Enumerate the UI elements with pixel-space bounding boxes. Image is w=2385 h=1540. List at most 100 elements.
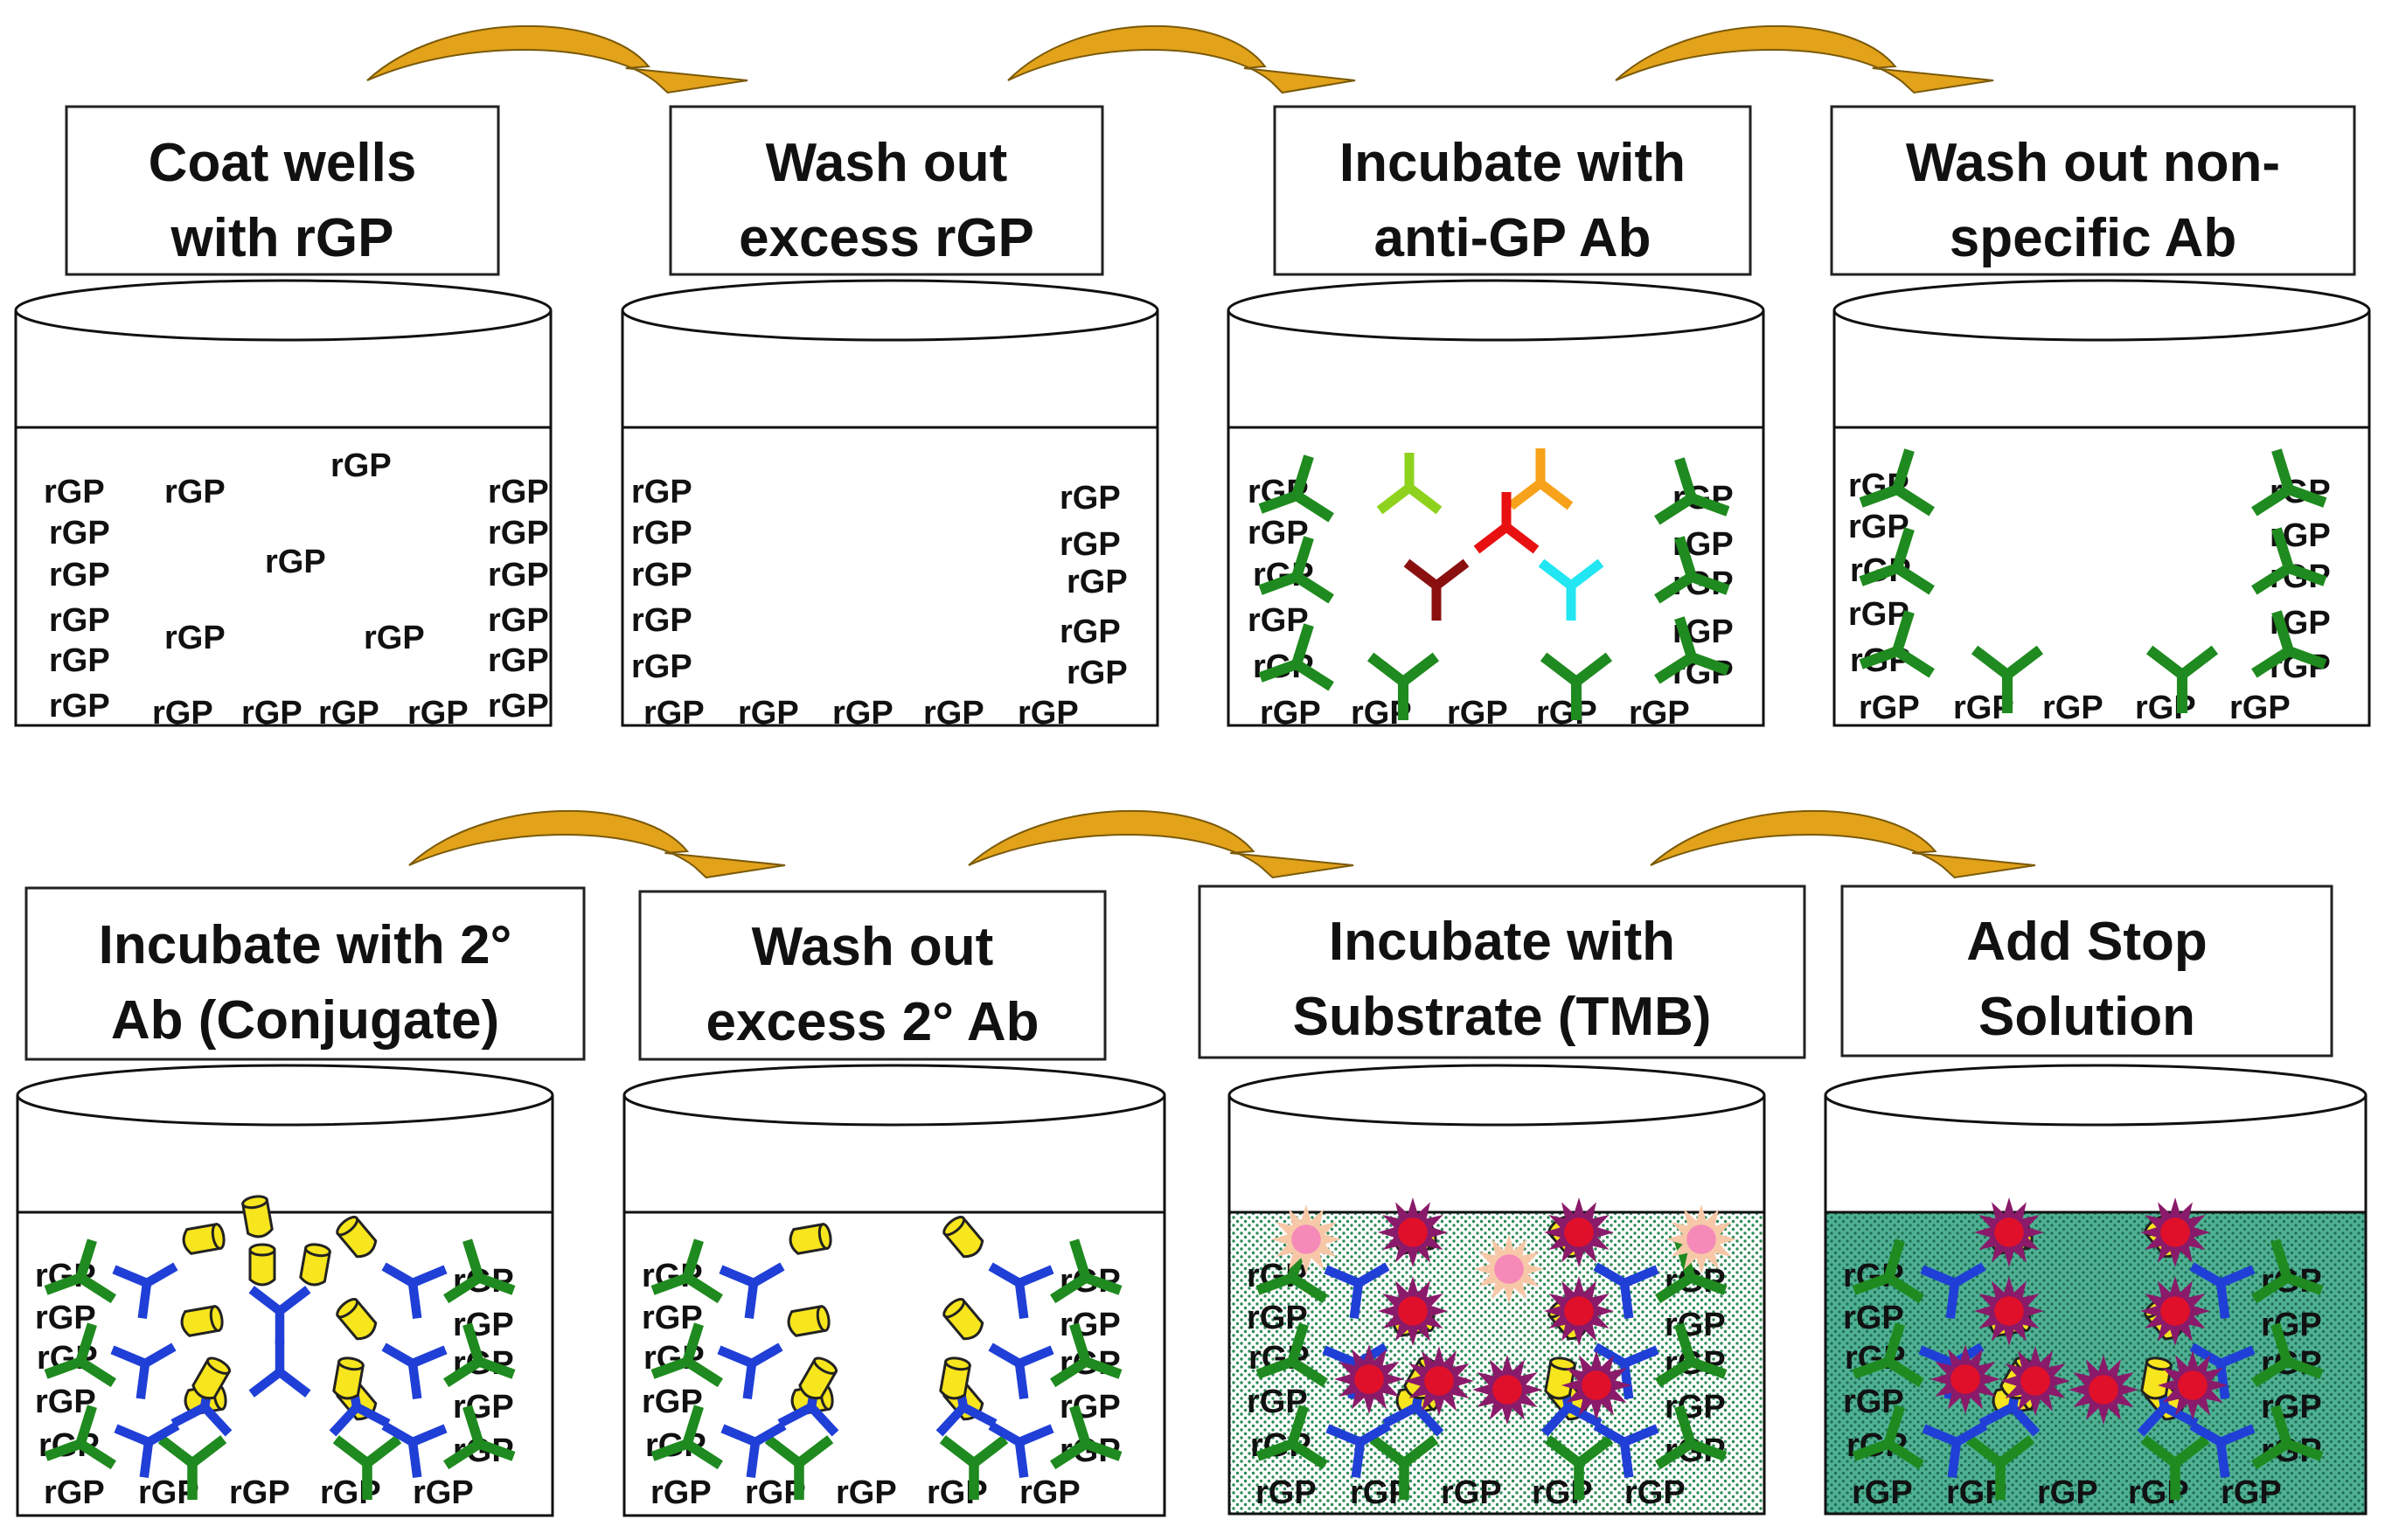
antibody-arm [1287, 1405, 1309, 1446]
antibody-stem [2189, 1342, 2223, 1368]
antibody-arm [742, 1363, 757, 1399]
rgp-label: rGP [2261, 1389, 2322, 1426]
antibody-arm [1885, 1357, 1924, 1388]
conjugate-top [336, 1298, 359, 1319]
antibody-arm [1674, 457, 1697, 500]
antibody-arm [939, 1435, 977, 1467]
antibody-arm [2251, 1439, 2291, 1470]
antibody-stem [988, 1342, 1022, 1368]
antibody-stem [1952, 1262, 1986, 1287]
antibody-stem [44, 1273, 82, 1295]
rgp-label: rGP [2221, 1474, 2282, 1511]
rgp-label: rGP [1447, 695, 1508, 732]
rgp-label: rGP [49, 602, 110, 639]
antibody-arm [2215, 1282, 2230, 1319]
antibody-arm [1674, 1405, 1696, 1446]
antibody-arm [1654, 572, 1695, 604]
antibody-stem [2286, 484, 2327, 508]
bound-anti-gp-antibody [1654, 536, 1730, 604]
rgp-label: rGP [488, 602, 549, 639]
bound-anti-gp-antibody [443, 1405, 516, 1470]
conjugate-top [241, 1195, 268, 1210]
antibody-arm [1674, 616, 1697, 659]
step-arrow [1650, 809, 2036, 879]
antibody-arm [1014, 1282, 1029, 1319]
antibody-arm [1674, 1322, 1696, 1363]
conjugate-top [211, 1223, 226, 1250]
bound-anti-gp-antibody [44, 1322, 116, 1388]
antibody-arm [808, 1404, 839, 1437]
antibody-arm [1619, 1441, 1634, 1478]
rgp-label: rGP [1248, 515, 1309, 551]
antibody-arm [1883, 1238, 1905, 1280]
antibody-arm [961, 1403, 998, 1428]
antibody-arm [1433, 558, 1470, 590]
antibody-arm [112, 1265, 149, 1287]
antibody-arm [75, 1405, 97, 1446]
bound-anti-gp-antibody [939, 1435, 1009, 1500]
antibody-stem [650, 1439, 689, 1461]
antibody-arm [1376, 483, 1413, 515]
antibody-arm [746, 1441, 761, 1478]
bound-anti-gp-antibody [1859, 448, 1935, 517]
secondary-antibody [1593, 1421, 1659, 1478]
secondary-antibody [720, 1421, 787, 1478]
antibody-arm [1566, 1403, 1603, 1428]
antibody-arm [1885, 1439, 1924, 1470]
antibody-arm [1324, 1265, 1361, 1287]
antibody-arm [1568, 558, 1604, 590]
secondary-antibody [2189, 1421, 2256, 1478]
antibody-stem [749, 1342, 783, 1368]
antibody-arm [682, 1238, 704, 1280]
enzyme-conjugate [248, 1243, 276, 1287]
antibody-arm [75, 1322, 97, 1363]
antibody-arm [137, 1282, 152, 1319]
antibody-arm [77, 1273, 116, 1304]
step-arrow [408, 809, 786, 879]
antibody-arm [796, 1435, 834, 1467]
nonspecific-antibody [1376, 453, 1443, 515]
burst-core [1494, 1254, 1524, 1284]
rgp-label: rGP [265, 544, 326, 580]
rgp-label: rGP [1629, 695, 1690, 732]
secondary-antibody [112, 1262, 178, 1319]
step-arrow [1007, 24, 1356, 94]
bound-anti-gp-antibody [1852, 1238, 1924, 1304]
bound-anti-gp-antibody [1852, 1405, 1924, 1470]
antibody-arm [1291, 454, 1314, 497]
enzyme-conjugate [798, 1356, 838, 1400]
rgp-label: rGP [2042, 690, 2103, 726]
antibody-stem [1258, 490, 1299, 514]
antibody-arm [684, 1357, 723, 1388]
antibody-arm [2251, 563, 2292, 595]
antibody-stem [988, 1262, 1022, 1287]
antibody-arm [189, 1435, 227, 1467]
bound-anti-gp-antibody [2140, 1435, 2210, 1500]
antibody-arm [2271, 527, 2294, 570]
step-label-line-1: Wash out non- [1906, 133, 2280, 193]
antibody-arm [1540, 1404, 1572, 1437]
antibody-stem [1255, 1273, 1294, 1295]
bound-anti-gp-antibody [157, 1435, 227, 1500]
secondary-antibody [1325, 1421, 1392, 1478]
rgp-label: rGP [1859, 690, 1920, 726]
conjugate-top [304, 1243, 331, 1258]
bound-anti-gp-antibody [650, 1405, 723, 1470]
rgp-label: rGP [413, 1474, 474, 1511]
antibody-arm [1403, 558, 1440, 590]
bound-anti-gp-antibody [1654, 457, 1730, 525]
rgp-label: rGP [923, 695, 984, 732]
antibody-stem [1593, 1421, 1627, 1446]
antibody-arm [2251, 484, 2292, 517]
rgp-label: rGP [1060, 1307, 1121, 1343]
antibody-arm [407, 1441, 422, 1478]
antibody-stem [2189, 1262, 2223, 1287]
antibody-arm [1349, 1282, 1364, 1319]
bound-anti-gp-antibody [443, 1322, 516, 1388]
enzyme-conjugate [939, 1356, 971, 1400]
bound-anti-gp-antibody [2251, 527, 2327, 595]
antibody-arm [1289, 1439, 1328, 1470]
rgp-label: rGP [44, 474, 105, 510]
burst-core [1994, 1296, 2024, 1326]
antibody-stem [2285, 1273, 2324, 1295]
